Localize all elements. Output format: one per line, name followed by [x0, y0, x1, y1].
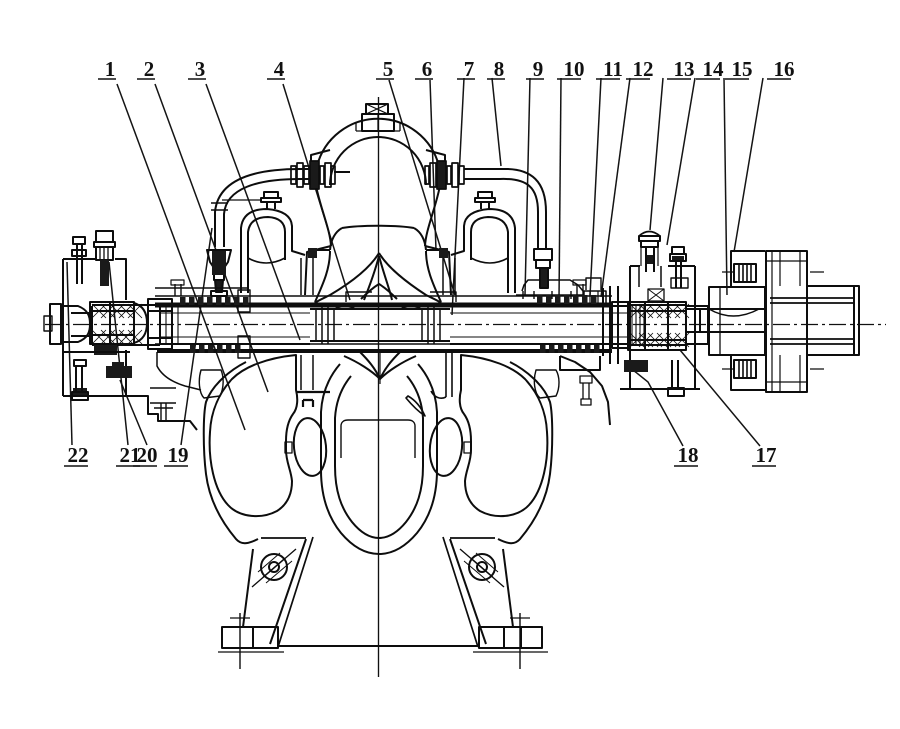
- svg-text:7: 7: [464, 57, 475, 81]
- svg-text:5: 5: [383, 57, 394, 81]
- svg-text:9: 9: [533, 57, 544, 81]
- svg-text:17: 17: [756, 443, 777, 467]
- svg-text:22: 22: [68, 443, 89, 467]
- svg-text:12: 12: [633, 57, 654, 81]
- svg-text:10: 10: [564, 57, 585, 81]
- svg-text:11: 11: [603, 57, 623, 81]
- svg-text:1: 1: [105, 57, 116, 81]
- svg-text:6: 6: [422, 57, 433, 81]
- svg-text:18: 18: [678, 443, 699, 467]
- svg-text:21: 21: [120, 443, 141, 467]
- svg-text:15: 15: [732, 57, 753, 81]
- svg-text:3: 3: [195, 57, 206, 81]
- svg-text:8: 8: [494, 57, 505, 81]
- svg-text:19: 19: [168, 443, 189, 467]
- svg-text:13: 13: [674, 57, 695, 81]
- svg-text:20: 20: [137, 443, 158, 467]
- svg-text:16: 16: [774, 57, 795, 81]
- svg-text:4: 4: [274, 57, 285, 81]
- svg-text:14: 14: [703, 57, 725, 81]
- svg-text:2: 2: [144, 57, 155, 81]
